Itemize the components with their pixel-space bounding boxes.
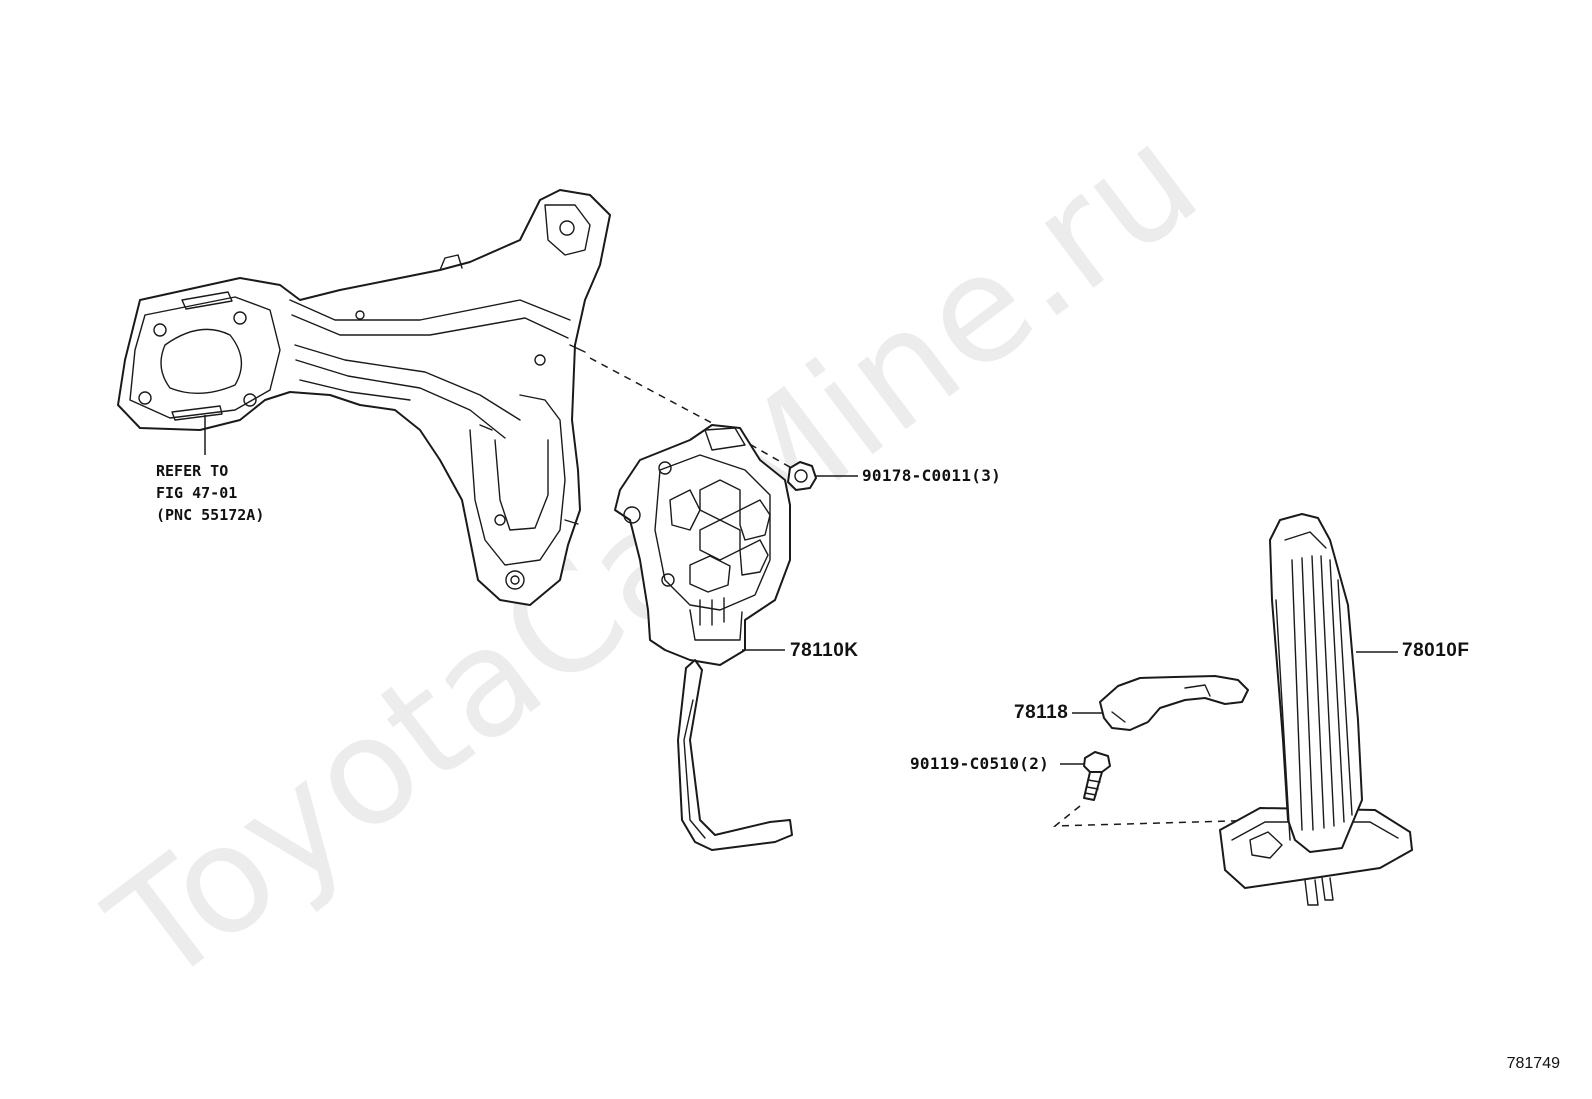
pedal-bracket-part [1099, 675, 1249, 731]
refer-note-line2: FIG 47-01 [156, 484, 238, 502]
refer-note-line3: (PNC 55172A) [156, 506, 265, 524]
figure-number: 781749 [1506, 1055, 1560, 1072]
pedal-support-bracket [117, 189, 611, 606]
accelerator-sensor-assembly [614, 424, 793, 851]
callout-bracket: 78118 [1014, 702, 1069, 723]
bolt-part [1083, 751, 1111, 801]
refer-note-line1: REFER TO [156, 462, 229, 480]
callout-nut: 90178-C0011(3) [862, 466, 1002, 485]
accelerator-pedal-part [1219, 513, 1413, 906]
callout-bolt: 90119-C0510(2) [910, 754, 1050, 773]
nut-part [787, 461, 817, 491]
bolt-dashed-line [1052, 805, 1266, 827]
callout-sensor: 78110K [790, 640, 859, 661]
refer-note: REFER TO FIG 47-01 (PNC 55172A) [156, 460, 264, 526]
callout-pedal: 78010F [1402, 640, 1470, 661]
